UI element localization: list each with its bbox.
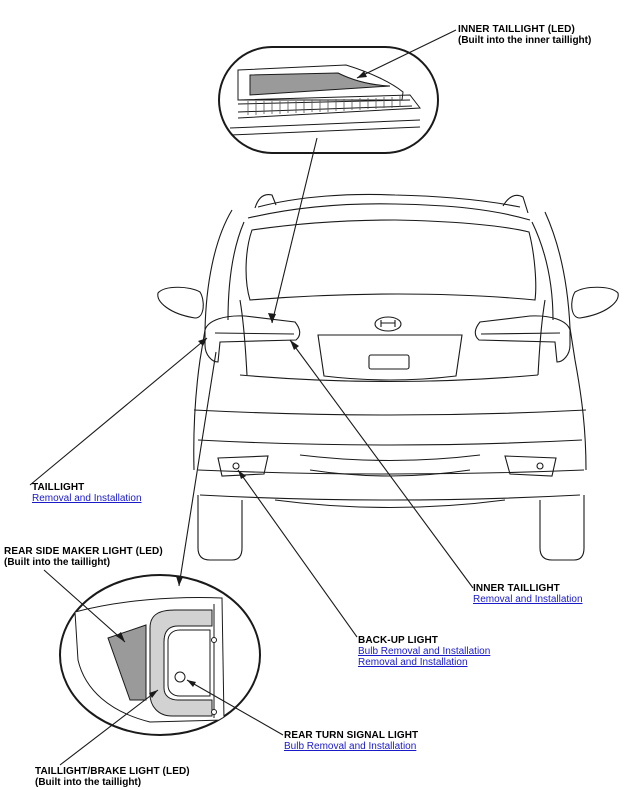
backup-light-title: BACK-UP LIGHT — [358, 635, 439, 646]
inner-taillight-led-note: (Built into the inner taillight) — [458, 35, 592, 46]
backup-light-bulb-link[interactable]: Bulb Removal and Installation — [358, 646, 491, 657]
taillight-brake-note: (Built into the taillight) — [35, 777, 142, 788]
taillight-detail-inset — [59, 574, 261, 736]
leader-lines — [29, 29, 474, 766]
callout-backup-light: BACK-UP LIGHT Bulb Removal and Installat… — [358, 635, 490, 668]
inner-taillight-removal-link[interactable]: Removal and Installation — [473, 594, 583, 605]
taillight-title: TAILLIGHT — [32, 482, 85, 493]
callout-rear-side-marker: REAR SIDE MAKER LIGHT (LED) (Built into … — [4, 546, 163, 568]
taillight-right — [474, 315, 571, 363]
vehicle-body — [157, 193, 619, 561]
callout-inner-taillight-led: INNER TAILLIGHT (LED) (Built into the in… — [458, 24, 591, 46]
taillight-brake-title: TAILLIGHT/BRAKE LIGHT (LED) — [35, 766, 190, 777]
callout-taillight-brake: TAILLIGHT/BRAKE LIGHT (LED) (Built into … — [35, 766, 190, 788]
callout-taillight: TAILLIGHT Removal and Installation — [32, 482, 142, 504]
inner-taillight-led-title: INNER TAILLIGHT (LED) — [458, 24, 575, 35]
taillight-removal-link[interactable]: Removal and Installation — [32, 493, 142, 504]
backup-light-removal-link[interactable]: Removal and Installation — [358, 657, 468, 668]
rear-turn-signal-bulb-link[interactable]: Bulb Removal and Installation — [284, 741, 417, 752]
inner-taillight-title: INNER TAILLIGHT — [473, 583, 560, 594]
callout-inner-taillight: INNER TAILLIGHT Removal and Installation — [473, 583, 583, 605]
rear-side-marker-title: REAR SIDE MAKER LIGHT (LED) — [4, 546, 163, 557]
rear-side-marker-note: (Built into the taillight) — [4, 557, 111, 568]
taillight-left — [204, 315, 301, 363]
callout-rear-turn-signal: REAR TURN SIGNAL LIGHT Bulb Removal and … — [284, 730, 418, 752]
inner-taillight-inset — [218, 46, 439, 154]
arrowheads — [116, 71, 367, 698]
rear-turn-signal-title: REAR TURN SIGNAL LIGHT — [284, 730, 419, 741]
